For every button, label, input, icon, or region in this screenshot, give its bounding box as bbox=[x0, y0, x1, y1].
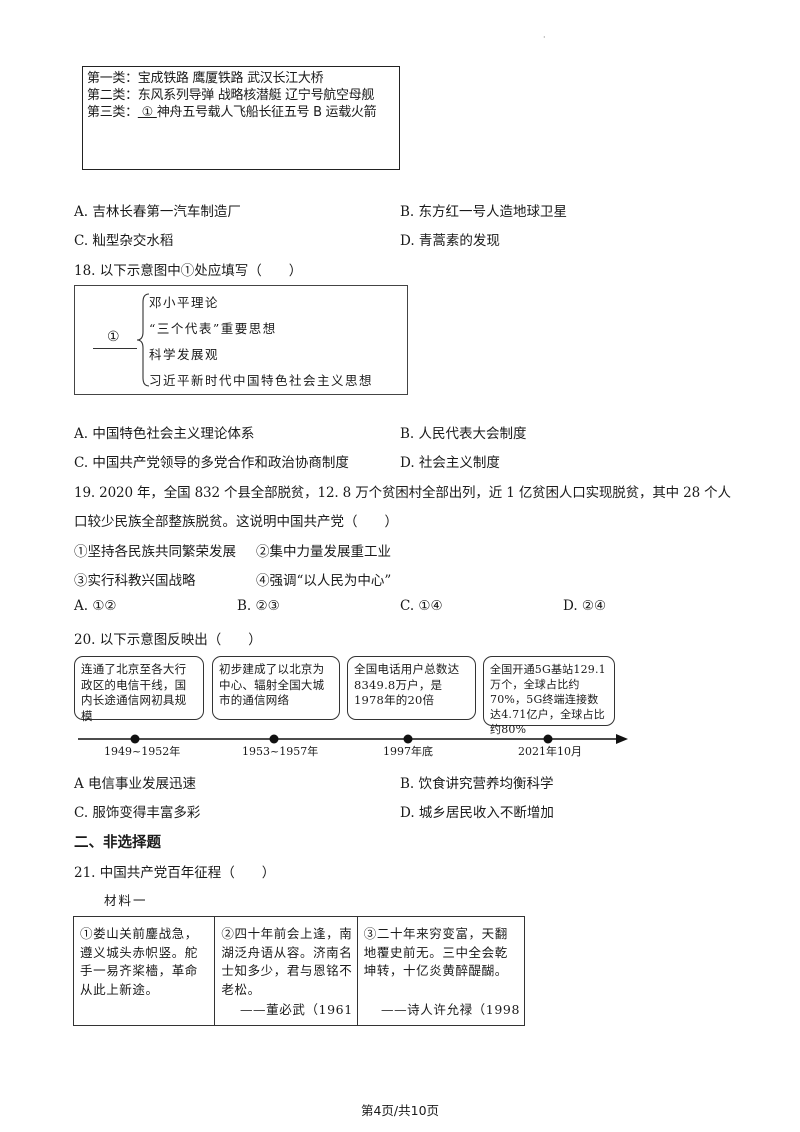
category-line-3: 第三类： ① 神舟五号载人飞船长征五号 B 运载火箭 bbox=[87, 104, 395, 121]
timeline-axis bbox=[78, 734, 628, 744]
category-line-1: 第一类：宝成铁路 鹰厦铁路 武汉长江大桥 bbox=[87, 71, 324, 86]
brace-icon bbox=[136, 293, 150, 387]
q19-option-d[interactable]: D. ②④ bbox=[563, 598, 607, 614]
q19-stem-line-2: 口较少民族全部整族脱贫。这说明中国共产党（ ） bbox=[74, 514, 398, 530]
poem-cell-2: ②四十年前会上逢，南湖泛舟语从容。济南名士知多少，君与恩铭不老松。 ——董必武（… bbox=[215, 917, 358, 1025]
timeline-label-4: 2021年10月 bbox=[518, 745, 582, 758]
q19-item-2: ②集中力量发展重工业 bbox=[256, 544, 391, 560]
q19-option-b[interactable]: B. ②③ bbox=[237, 598, 280, 614]
q19-option-a[interactable]: A. ①② bbox=[74, 598, 117, 614]
poem-text-2: ②四十年前会上逢，南湖泛舟语从容。济南名士知多少，君与恩铭不老松。 bbox=[221, 926, 353, 997]
q18-stem: 18. 以下示意图中①处应填写（ ） bbox=[74, 263, 303, 279]
q17-option-c[interactable]: C. 籼型杂交水稻 bbox=[74, 233, 174, 249]
poem-text-3: ③二十年来穷变富，天翻地覆史前无。三中全会乾坤转，十亿炎黄醉醍醐。 bbox=[363, 926, 508, 978]
timeline-label-1: 1949~1952年 bbox=[104, 745, 181, 758]
theory-item-4: 习近平新时代中国特色社会主义思想 bbox=[149, 373, 374, 388]
theory-diagram: ① 邓小平理论 “三个代表”重要思想 科学发展观 习近平新时代中国特色社会主义思… bbox=[74, 285, 408, 395]
q20-option-a[interactable]: A 电信事业发展迅速 bbox=[74, 776, 197, 792]
poem-cell-3: ③二十年来穷变富，天翻地覆史前无。三中全会乾坤转，十亿炎黄醉醍醐。 ——诗人许允… bbox=[358, 917, 524, 1025]
q19-option-c[interactable]: C. ①④ bbox=[400, 598, 443, 614]
blank-marker: ① bbox=[107, 329, 120, 345]
poem-signature-3: ——诗人许允禄（1998 bbox=[380, 1001, 520, 1017]
blank-1: ① bbox=[137, 105, 157, 120]
material-label: 材料一 bbox=[104, 893, 148, 908]
q20-option-c[interactable]: C. 服饰变得丰富多彩 bbox=[74, 805, 201, 821]
theory-item-3: 科学发展观 bbox=[149, 347, 220, 362]
q18-option-c[interactable]: C. 中国共产党领导的多党合作和政治协商制度 bbox=[74, 455, 349, 471]
q19-item-1: ①坚持各民族共同繁荣发展 bbox=[74, 544, 236, 560]
category-line-3-prefix: 第三类： bbox=[87, 105, 138, 120]
q19-item-3: ③实行科教兴国战略 bbox=[74, 573, 196, 589]
q17-option-d[interactable]: D. 青蒿素的发现 bbox=[400, 233, 500, 249]
section-heading: 二、非选择题 bbox=[74, 835, 161, 851]
timeline-event-2: 初步建成了以北京为中心、辐射全国大城市的通信网络 bbox=[212, 656, 340, 720]
theory-item-1: 邓小平理论 bbox=[149, 295, 220, 310]
poem-table: ①娄山关前鏖战急，遵义城头赤帜竖。舵手一易齐桨檣，革命从此上新途。 ②四十年前会… bbox=[73, 916, 525, 1026]
q17-option-b[interactable]: B. 东方红一号人造地球卫星 bbox=[400, 204, 568, 220]
q17-option-a[interactable]: A. 吉林长春第一汽车制造厂 bbox=[74, 204, 241, 220]
timeline-event-1: 连通了北京至各大行政区的电信干线，国内长途通信网初具规模 bbox=[74, 656, 204, 723]
theory-item-2: “三个代表”重要思想 bbox=[149, 321, 277, 336]
timeline-event-4: 全国开通5G基站129.1万个，全球占比约70%，5G终端连接数达4.71亿户，… bbox=[483, 656, 615, 736]
q20-option-d[interactable]: D. 城乡居民收入不断增加 bbox=[400, 805, 554, 821]
poem-signature-2: ——董必武（1961 bbox=[239, 1001, 353, 1017]
q18-option-d[interactable]: D. 社会主义制度 bbox=[400, 455, 500, 471]
blank-underline bbox=[93, 348, 137, 349]
q21-stem: 21. 中国共产党百年征程（ ） bbox=[74, 865, 276, 881]
poem-text-1: ①娄山关前鏖战急，遵义城头赤帜竖。舵手一易齐桨檣，革命从此上新途。 bbox=[80, 926, 198, 997]
poem-cell-1: ①娄山关前鏖战急，遵义城头赤帜竖。舵手一易齐桨檣，革命从此上新途。 bbox=[74, 917, 216, 1025]
category-list-box: 第一类：宝成铁路 鹰厦铁路 武汉长江大桥 第二类：东风系列导弹 战略核潜艇 辽宁… bbox=[82, 66, 400, 170]
category-line-2: 第二类：东风系列导弹 战略核潜艇 辽宁号航空母舰 bbox=[87, 88, 375, 103]
q20-option-b[interactable]: B. 饮食讲究营养均衡科学 bbox=[400, 776, 554, 792]
q18-option-b[interactable]: B. 人民代表大会制度 bbox=[400, 426, 527, 442]
timeline-label-3: 1997年底 bbox=[383, 745, 433, 758]
q19-stem-line-1: 19. 2020 年，全国 832 个县全部脱贫，12. 8 万个贫困村全部出列… bbox=[74, 485, 731, 501]
page-mark: · bbox=[543, 33, 546, 42]
q20-stem: 20. 以下示意图反映出（ ） bbox=[74, 632, 262, 648]
timeline-event-3: 全国电话用户总数达8349.8万户，是1978年的20倍 bbox=[347, 656, 476, 720]
category-line-3-rest: 神舟五号载人飞船长征五号 B 运载火箭 bbox=[156, 105, 377, 120]
timeline-label-2: 1953~1957年 bbox=[242, 745, 319, 758]
page-footer: 第4页/共10页 bbox=[360, 1103, 440, 1118]
q18-option-a[interactable]: A. 中国特色社会主义理论体系 bbox=[74, 426, 255, 442]
q19-item-4: ④强调“以人民为中心” bbox=[256, 573, 392, 589]
